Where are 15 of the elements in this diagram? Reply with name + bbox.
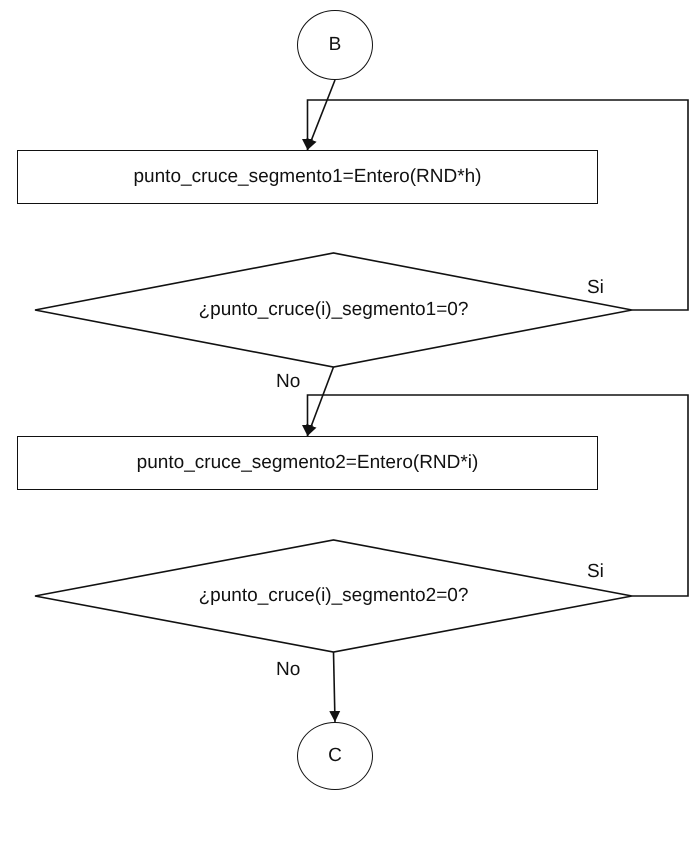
decision-diamond (35, 253, 632, 367)
arrow (302, 394, 689, 597)
node-label: punto_cruce_segmento2=Entero(RND*i) (136, 452, 478, 474)
decision-diamond (35, 540, 632, 652)
process-box (17, 436, 598, 490)
process-box (17, 150, 598, 204)
node-label: punto_cruce_segmento1=Entero(RND*h) (133, 166, 482, 188)
arrow (302, 99, 689, 311)
node-label: ¿punto_cruce(i)_segmento1=0? (198, 299, 468, 321)
node-label: C (328, 745, 342, 767)
arrow (306, 366, 334, 436)
arrow (306, 80, 336, 150)
arrow (329, 652, 340, 722)
node-label: ¿punto_cruce(i)_segmento2=0? (198, 585, 468, 607)
node-label: B (328, 34, 342, 56)
